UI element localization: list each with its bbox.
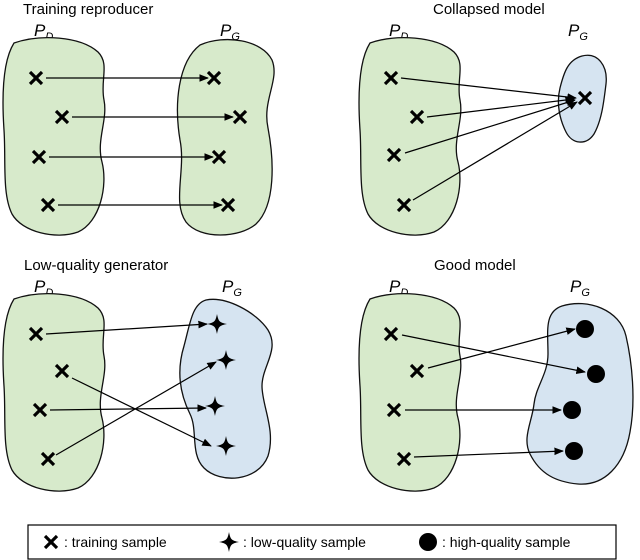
panel-title: Collapsed model: [433, 1, 545, 18]
high-quality-sample-dot-icon: [576, 320, 594, 338]
data-distribution-region: [358, 37, 462, 236]
high-quality-sample-marks: [563, 320, 605, 460]
panel-low-quality-generator: Low-quality generator PD PG: [2, 257, 273, 492]
pg-label: PG: [570, 277, 590, 299]
legend-lowq-label: : low-quality sample: [243, 534, 366, 550]
high-quality-sample-dot-icon: [587, 365, 605, 383]
data-distribution-region: [2, 37, 106, 236]
pg-label: PG: [568, 21, 588, 43]
legend-box: [27, 524, 617, 560]
panel-title: Low-quality generator: [24, 257, 168, 274]
arrows: [45, 320, 217, 456]
high-quality-legend-dot-icon: [419, 533, 437, 551]
high-quality-sample-dot-icon: [565, 442, 583, 460]
legend-highq-label: : high-quality sample: [442, 534, 571, 550]
model-distribution-region: [526, 302, 634, 485]
model-distribution-region: [176, 38, 275, 236]
pg-label: PG: [220, 21, 240, 43]
pg-label: PG: [222, 277, 242, 299]
arrows: [400, 77, 578, 201]
arrows: [46, 74, 234, 209]
data-distribution-region: [2, 293, 106, 492]
high-quality-sample-dot-icon: [563, 401, 581, 419]
panel-training-reproducer: Training reproducer PD PG: [2, 1, 275, 236]
model-distribution-region: [179, 298, 273, 479]
panel-collapsed-model: Collapsed model PD PG: [358, 1, 607, 236]
data-distribution-region: [358, 293, 462, 492]
arrows: [401, 327, 586, 458]
legend-training-label: : training sample: [64, 534, 167, 550]
legend: : training sample : low-quality sample :…: [27, 524, 617, 560]
panel-good-model: Good model PD PG: [358, 257, 634, 492]
panel-title: Training reproducer: [23, 1, 153, 18]
panel-title: Good model: [434, 257, 516, 274]
